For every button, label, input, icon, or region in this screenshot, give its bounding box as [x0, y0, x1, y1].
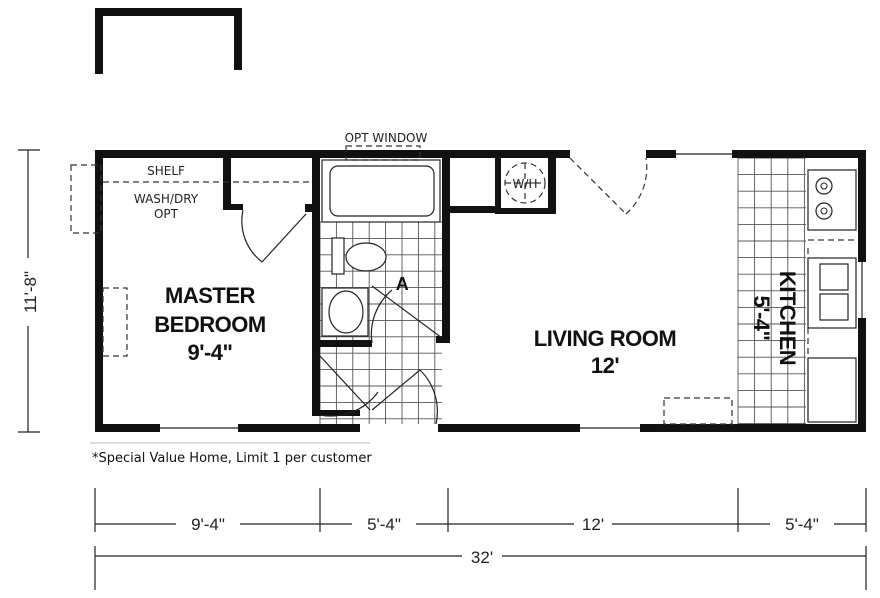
bathroom-fixtures — [321, 237, 387, 337]
water-heater-label: W/H — [513, 177, 538, 191]
kitchen-size: 5'-4" — [749, 296, 774, 341]
total-dimension: 32' — [94, 546, 867, 590]
kitchen-name: KITCHEN — [775, 271, 800, 365]
interior-walls — [223, 150, 556, 416]
segment-dimension-bedroom: 9'-4" — [191, 515, 225, 534]
master-bedroom-name-line2: BEDROOM — [154, 312, 265, 337]
total-dimension-label: 32' — [471, 548, 493, 567]
segment-dimension-bath: 5'-4" — [367, 515, 401, 534]
plan-fragment — [95, 8, 242, 74]
special-value-note: *Special Value Home, Limit 1 per custome… — [92, 451, 372, 466]
master-bedroom-name-line1: MASTER — [165, 283, 256, 308]
section-marker: A — [396, 274, 409, 294]
living-room-size: 12' — [591, 353, 619, 378]
water-heater — [504, 162, 546, 204]
wash-dry-opt-label: OPT — [154, 207, 179, 221]
bathtub — [321, 159, 441, 223]
kitchen-appliances — [807, 169, 857, 423]
opt-window-label: OPT WINDOW — [345, 131, 428, 145]
master-bedroom-size: 9'-4" — [188, 340, 233, 365]
shelf-label: SHELF — [147, 164, 185, 178]
wash-dry-bump-out — [70, 164, 102, 234]
height-dimension: 11'-8" — [18, 149, 40, 433]
segment-dimension-living: 12' — [582, 515, 604, 534]
segment-dimension-kitchen: 5'-4" — [785, 515, 819, 534]
bedroom-wardrobe-outline — [102, 287, 128, 357]
windows — [160, 150, 866, 432]
segment-dimensions: 9'-4" 5'-4" 12' 5'-4" — [94, 488, 867, 534]
height-dimension-label: 11'-8" — [21, 271, 40, 313]
wash-dry-label: WASH/DRY — [134, 192, 199, 206]
living-room-name: LIVING ROOM — [534, 326, 676, 351]
door-swings — [241, 157, 648, 425]
living-furniture-outline — [663, 397, 733, 425]
